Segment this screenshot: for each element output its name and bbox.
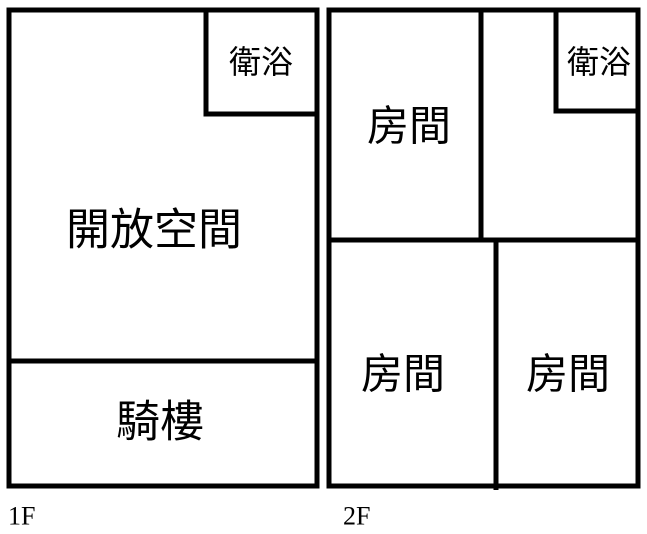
room-2f-room-upper-left: 房間: [367, 102, 451, 151]
floor-1f: 衛浴 開放空間 騎樓: [6, 7, 320, 489]
room-2f-room-lower-left: 房間: [361, 350, 445, 399]
room-1f-arcade: 騎樓: [116, 397, 204, 448]
floor-2f-bathroom-wall: [553, 7, 641, 114]
floor-1f-bathroom-wall: [203, 7, 320, 117]
room-1f-bathroom: 衛浴: [229, 43, 293, 81]
floor-2f: 房間 衛浴 房間 房間: [326, 7, 641, 490]
floor-label-1f: 1F: [8, 502, 35, 531]
room-1f-open-space: 開放空間: [66, 205, 242, 256]
room-2f-bathroom: 衛浴: [567, 43, 631, 81]
room-2f-room-lower-right: 房間: [526, 350, 610, 399]
floor-1f-outline: [6, 7, 320, 489]
floor-label-2f: 2F: [343, 502, 370, 531]
